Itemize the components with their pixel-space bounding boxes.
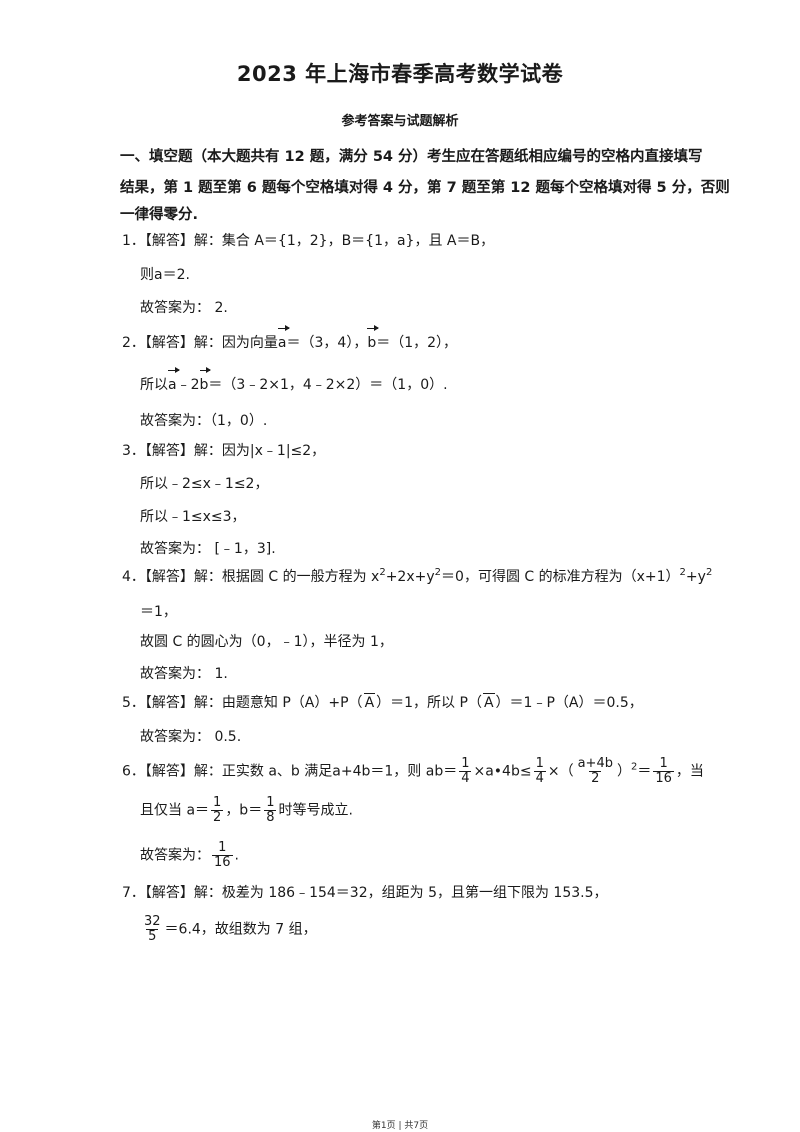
denominator: 8 bbox=[264, 810, 277, 825]
numerator: a+4b bbox=[577, 756, 613, 771]
q4-text: 4．【解答】解：根据圆 C 的一般方程为 x bbox=[122, 569, 380, 585]
numerator: 1 bbox=[461, 756, 470, 771]
q6-text: . bbox=[234, 847, 239, 864]
q6-text: 且仅当 a＝ bbox=[140, 802, 210, 819]
q2-line-2: 所以a﹣2b＝（3﹣2×1，4﹣2×2）＝（1，0）. bbox=[140, 367, 448, 395]
q1-line-2: 则a＝2. bbox=[140, 267, 190, 283]
numerator: 1 bbox=[218, 840, 227, 855]
q2-text: ﹣2 bbox=[176, 377, 200, 393]
vector-b: b bbox=[199, 367, 212, 393]
denominator: 2 bbox=[589, 771, 602, 786]
denominator: 5 bbox=[146, 929, 159, 944]
exponent: 2 bbox=[630, 761, 638, 773]
q6-text: ×（ bbox=[547, 763, 574, 780]
numerator: 1 bbox=[659, 756, 668, 771]
q4-text: ＝0，可得圆 C 的标准方程为（x+1） bbox=[441, 569, 680, 585]
q2-text: 所以 bbox=[140, 377, 168, 393]
section-header-line-1: 一、填空题（本大题共有 12 题，满分 54 分）考生应在答题纸相应编号的空格内… bbox=[120, 149, 703, 165]
page-title: 2023 年上海市春季高考数学试卷 bbox=[236, 62, 564, 86]
q2-text: 2．【解答】解：因为向量 bbox=[122, 335, 278, 351]
exponent: 2 bbox=[434, 567, 442, 578]
complement-a: A bbox=[482, 693, 495, 711]
denominator: 2 bbox=[211, 810, 224, 825]
q3-line-2: 所以﹣2≤x﹣1≤2， bbox=[140, 476, 269, 492]
q7-text: ＝6.4，故组数为 7 组， bbox=[164, 921, 317, 938]
q4-text: +y bbox=[685, 569, 706, 585]
q3-line-3: 所以﹣1≤x≤3， bbox=[140, 509, 246, 525]
q1-answer: 故答案为： 2. bbox=[140, 300, 228, 316]
numerator: 32 bbox=[144, 914, 161, 929]
q6-text: ×a•4b≤ bbox=[473, 763, 532, 780]
denominator: 16 bbox=[653, 771, 674, 786]
vector-a: a bbox=[168, 367, 180, 393]
page-footer: 第1页 | 共7页 bbox=[371, 1121, 429, 1131]
q4-line-2: ＝1， bbox=[140, 604, 177, 620]
complement-a: A bbox=[363, 693, 375, 711]
q4-line-3: 故圆 C 的圆心为（0，﹣1），半径为 1， bbox=[140, 634, 393, 650]
denominator: 4 bbox=[459, 771, 472, 786]
q4-text: +2x+y bbox=[385, 569, 435, 585]
section-header-line-2: 结果，第 1 题至第 6 题每个空格填对得 4 分，第 7 题至第 12 题每个… bbox=[120, 180, 730, 196]
q6-text: ，b＝ bbox=[225, 802, 263, 819]
vector-b: b bbox=[367, 325, 380, 351]
q3-answer: 故答案为： [﹣1，3]. bbox=[140, 541, 276, 557]
page-subtitle: 参考答案与试题解析 bbox=[341, 114, 459, 129]
q2-text: ＝（3﹣2×1，4﹣2×2）＝（1，0）. bbox=[208, 377, 448, 393]
q7-line-1: 7．【解答】解：极差为 186﹣154＝32，组距为 5，且第一组下限为 153… bbox=[122, 885, 608, 901]
q2-text: ＝（1，2）， bbox=[376, 335, 458, 351]
q2-text: ＝（3，4）， bbox=[286, 335, 368, 351]
numerator: 1 bbox=[213, 795, 222, 810]
denominator: 16 bbox=[212, 855, 233, 870]
q5-text: 5．【解答】解：由题意知 P（A）+P（ bbox=[122, 695, 363, 711]
q4-answer: 故答案为： 1. bbox=[140, 666, 228, 682]
q1-line-1: 1．【解答】解：集合 A＝{1，2}，B＝{1，a}，且 A＝B， bbox=[122, 233, 495, 249]
exponent: 2 bbox=[705, 567, 713, 578]
denominator: 4 bbox=[533, 771, 546, 786]
q6-text: ，当 bbox=[675, 763, 704, 780]
q2-line-1: 2．【解答】解：因为向量a＝（3，4），b＝（1，2）， bbox=[122, 325, 458, 353]
q5-line-1: 5．【解答】解：由题意知 P（A）+P（A）＝1，所以 P（A）＝1﹣P（A）＝… bbox=[122, 693, 643, 713]
q6-text: ＝ bbox=[637, 763, 652, 780]
q6-text: 6．【解答】解：正实数 a、b 满足a+4b＝1，则 ab＝ bbox=[122, 763, 458, 780]
q5-answer: 故答案为： 0.5. bbox=[140, 729, 242, 745]
q4-line-1: 4．【解答】解：根据圆 C 的一般方程为 x2+2x+y2＝0，可得圆 C 的标… bbox=[122, 567, 712, 587]
exponent: 2 bbox=[379, 567, 386, 578]
q6-text: 时等号成立. bbox=[278, 802, 353, 819]
section-header-line-3: 一律得零分. bbox=[120, 207, 199, 223]
q2-answer: 故答案为：（1，0）. bbox=[140, 413, 268, 429]
exponent: 2 bbox=[679, 567, 686, 578]
vector-a: a bbox=[277, 325, 289, 351]
q5-text: ）＝1﹣P（A）＝0.5， bbox=[495, 695, 643, 711]
numerator: 1 bbox=[535, 756, 544, 771]
q3-line-1: 3．【解答】解：因为|x﹣1|≤2， bbox=[122, 443, 326, 459]
q5-text: ）＝1，所以 P（ bbox=[376, 695, 482, 711]
q6-text: 故答案为： bbox=[140, 847, 210, 864]
numerator: 1 bbox=[266, 795, 275, 810]
q6-text: ） bbox=[616, 763, 631, 780]
